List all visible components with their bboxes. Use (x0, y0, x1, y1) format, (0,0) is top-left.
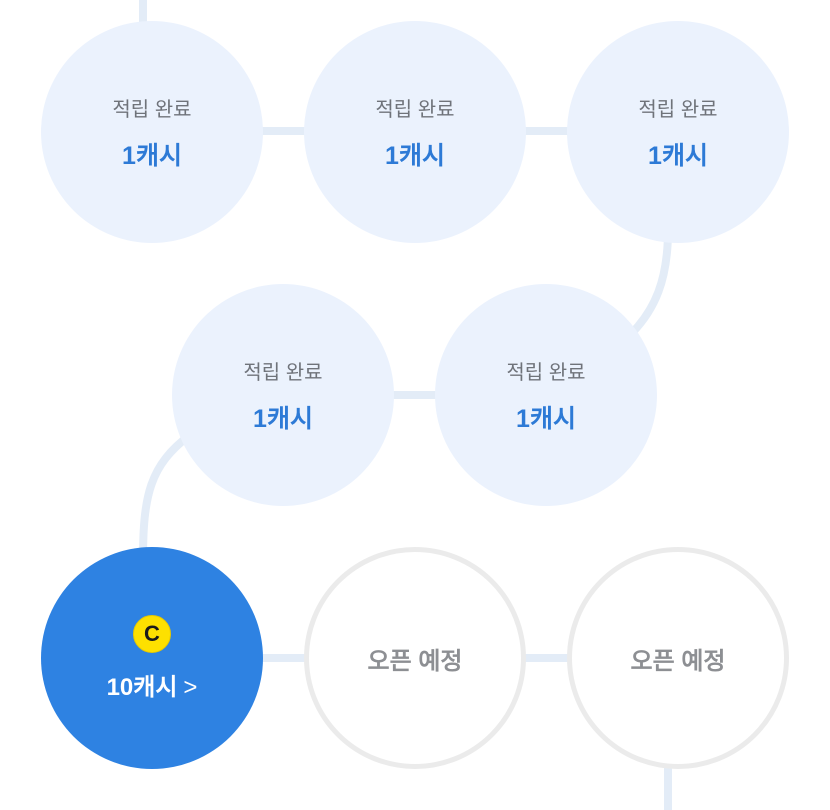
step-1-completed: 적립 완료 1캐시 (41, 21, 263, 243)
cash-coin-icon: C (133, 614, 171, 653)
step-4-completed: 적립 완료 1캐시 (172, 284, 394, 506)
step-8-upcoming: 오픈 예정 (567, 547, 789, 769)
step-status-label: 오픈 예정 (367, 647, 463, 675)
step-reward: 1캐시 (122, 141, 182, 170)
connector (627, 229, 672, 338)
step-status-label: 적립 완료 (243, 361, 323, 384)
step-reward: 1캐시 (648, 141, 708, 170)
step-7-upcoming: 오픈 예정 (304, 547, 526, 769)
step-reward: 10캐시 (106, 673, 178, 701)
step-6-current-button[interactable]: C 10캐시> (41, 547, 263, 769)
step-status-label: 적립 완료 (112, 98, 192, 121)
step-reward: 1캐시 (516, 404, 576, 433)
step-status-label: 오픈 예정 (630, 647, 726, 675)
step-status-label: 적립 완료 (506, 361, 586, 384)
step-status-label: 적립 완료 (638, 98, 718, 121)
step-reward: 1캐시 (253, 404, 313, 433)
step-3-completed: 적립 완료 1캐시 (567, 21, 789, 243)
connector (139, 431, 193, 561)
step-5-completed: 적립 완료 1캐시 (435, 284, 657, 506)
step-status-label: 적립 완료 (375, 98, 455, 121)
step-reward: 1캐시 (385, 141, 445, 170)
chevron-right-icon: > (183, 673, 198, 701)
step-2-completed: 적립 완료 1캐시 (304, 21, 526, 243)
